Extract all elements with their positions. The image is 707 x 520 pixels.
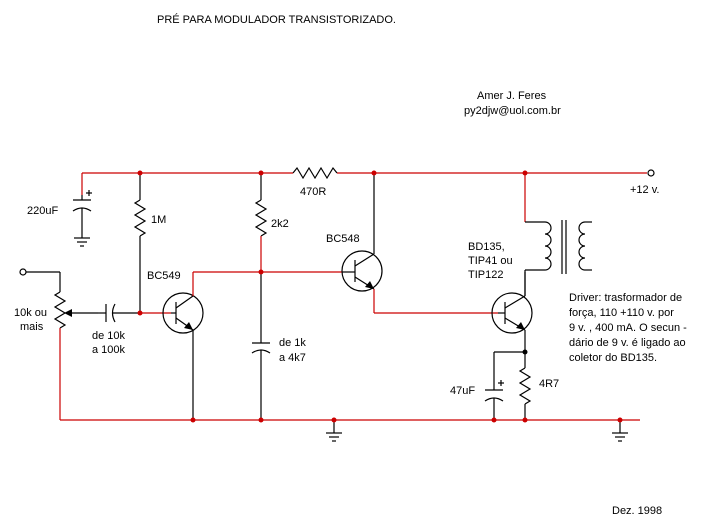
capacitor-47uf-label: 47uF [450,385,475,397]
capacitor-220uf-label: 220uF [27,205,58,217]
ground-symbol-right [612,420,628,442]
capacitor-mid-label-line1: de 1k [279,337,306,349]
capacitor-input-label-line1: de 10k [92,330,126,342]
resistor-470r [292,166,338,180]
date-label: Dez. 1998 [612,505,662,517]
capacitor-47uf [484,352,504,420]
author-email: py2djw@uol.com.br [464,105,561,117]
transistor-bd135-label-line3: TIP122 [468,269,503,281]
capacitor-input [98,303,140,323]
driver-note-line: força, 110 +110 v. por [569,307,674,319]
transistor-bc548 [341,173,498,314]
author-name: Amer J. Feres [477,90,547,102]
driver-note-line: coletor do BD135. [569,352,657,364]
ground-symbol-center [326,420,342,442]
capacitor-input-label-line2: a 100k [92,344,126,356]
transistor-bd135-label-line2: TIP41 ou [468,255,513,267]
resistor-1m [133,173,147,313]
resistor-470r-label: 470R [300,186,326,198]
driver-note-line: 9 v. , 400 mA. O secun - [569,322,687,334]
driver-note-line: Driver: trasformador de [569,292,682,304]
capacitor-220uf [72,173,92,238]
resistor-2k2-label: 2k2 [271,218,289,230]
pot-label-line1: 10k ou [14,307,47,319]
transformer [524,173,592,296]
resistor-2k2 [254,173,268,272]
supply-label: +12 v. [630,184,659,196]
capacitor-mid [251,272,271,420]
driver-note-line: dário de 9 v. é ligado ao [569,337,686,349]
potentiometer [53,291,98,420]
transistor-bc549-label: BC549 [147,270,181,282]
transistor-bc548-label: BC548 [326,233,360,245]
transistor-bd135-label-line1: BD135, [468,241,505,253]
driver-note: Driver: trasformador de força, 110 +110 … [569,292,687,364]
ground-symbol-cap [74,237,90,247]
diagram-title: PRÉ PARA MODULADOR TRANSISTORIZADO. [157,13,396,26]
resistor-4r7-label: 4R7 [539,378,559,390]
transistor-bc549 [140,271,342,420]
resistor-4r7 [518,352,532,420]
resistor-1m-label: 1M [151,214,166,226]
pot-label-line2: mais [20,321,44,333]
supply-terminal [647,169,655,177]
input-terminal [19,268,61,292]
junction-dots [137,170,623,423]
capacitor-mid-label-line2: a 4k7 [279,352,306,364]
transistor-bd135 [491,272,533,352]
